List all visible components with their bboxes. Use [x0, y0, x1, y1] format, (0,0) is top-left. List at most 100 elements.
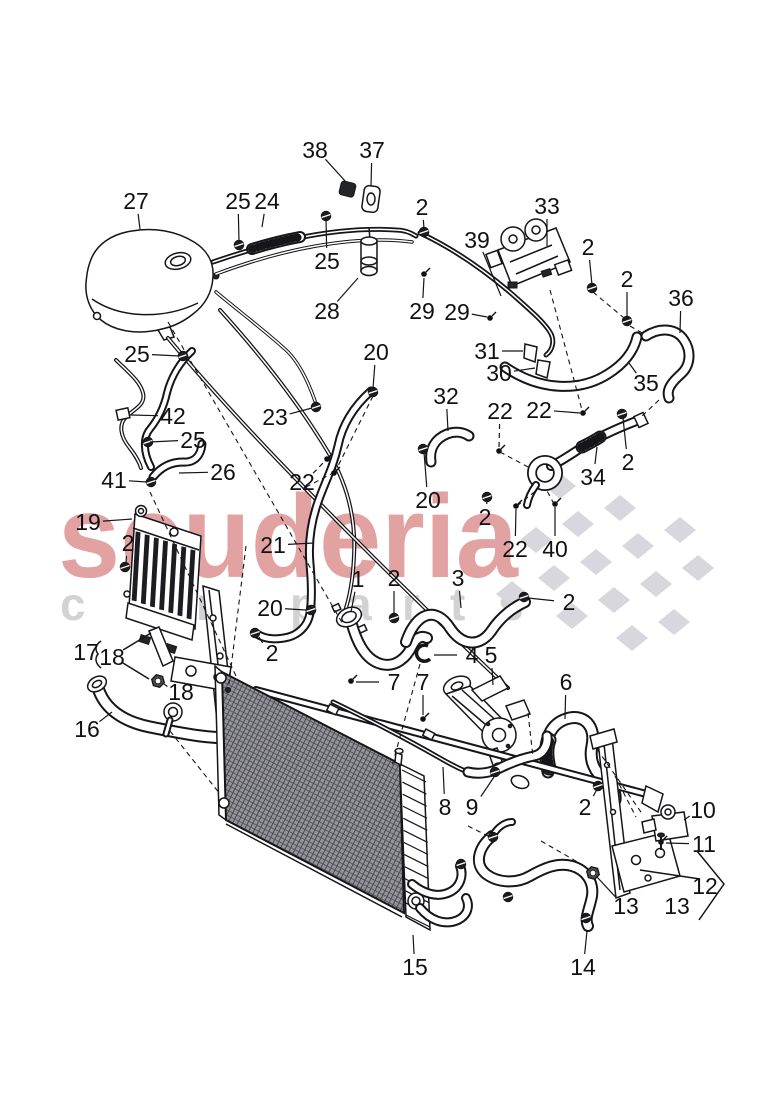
callout-2: 2 — [122, 530, 135, 556]
hose-clamp — [142, 436, 154, 448]
connector-28 — [360, 236, 378, 277]
assembly-axis-line — [527, 712, 534, 758]
callout-18: 18 — [168, 679, 194, 705]
assembly-axis-line — [516, 488, 539, 507]
leader-line — [482, 251, 502, 297]
leader-line — [289, 407, 313, 415]
rib — [403, 829, 428, 843]
leader-line — [370, 162, 373, 187]
pipe-23 — [215, 291, 316, 402]
clip-31 — [523, 343, 538, 364]
coolant-pipe-8 — [330, 699, 553, 779]
vent-pipes — [210, 226, 419, 276]
callout-38: 38 — [302, 137, 328, 163]
leader-line — [128, 480, 148, 483]
callout-25: 25 — [124, 341, 150, 367]
callout-11: 11 — [692, 831, 716, 857]
assembly-axis-line — [167, 321, 345, 627]
leader-line — [498, 423, 501, 449]
callout-40: 40 — [542, 536, 568, 562]
callout-34: 34 — [580, 464, 606, 490]
callout-28: 28 — [314, 298, 340, 324]
callout-2: 2 — [563, 589, 576, 615]
clamp-ring-4 — [414, 643, 432, 663]
leader-line — [514, 508, 517, 537]
callout-22: 22 — [526, 397, 552, 423]
leader-line — [163, 683, 168, 687]
callout-35: 35 — [633, 370, 659, 396]
assembly-axis-line — [545, 488, 555, 505]
diagram-art — [85, 180, 725, 932]
hose-clamp — [310, 401, 322, 413]
leader-line — [588, 259, 593, 286]
stud-bolt — [513, 499, 523, 509]
stud-bolt — [331, 466, 341, 476]
callout-13: 13 — [664, 893, 690, 919]
fin — [168, 543, 178, 614]
flag-diamond — [556, 603, 588, 629]
callout-29: 29 — [444, 299, 470, 325]
hose-3 — [402, 598, 529, 647]
callout-23: 23 — [262, 404, 288, 430]
hose-1 — [331, 602, 433, 671]
leader-line — [350, 591, 356, 613]
assembly-axis-line — [629, 325, 645, 335]
flag-diamond — [616, 625, 648, 651]
hose-clamp — [481, 491, 493, 503]
callout-3: 3 — [452, 565, 465, 591]
leader-line — [446, 408, 449, 432]
checkered-flag-watermark — [496, 473, 714, 651]
rib — [402, 805, 428, 819]
leader-line — [527, 597, 555, 602]
leader-line — [237, 213, 240, 243]
flag-diamond — [658, 609, 690, 635]
callout-7: 7 — [388, 669, 401, 695]
flag-diamond — [664, 517, 696, 543]
hose-clamp — [616, 408, 628, 420]
hose-clamp — [455, 858, 467, 870]
stud-bolt — [421, 267, 431, 277]
hose-clamp — [249, 627, 261, 639]
assembly-axis-line — [169, 730, 221, 795]
expansion-tank — [85, 228, 220, 341]
callout-8: 8 — [439, 794, 452, 820]
leader-line — [564, 694, 567, 720]
hose-clamp — [621, 315, 633, 327]
callout-42: 42 — [160, 403, 186, 429]
leader-line — [422, 277, 425, 299]
hose-clamp — [305, 604, 317, 616]
callout-2: 2 — [621, 266, 634, 292]
callout-39: 39 — [464, 227, 490, 253]
callout-25: 25 — [180, 427, 206, 453]
callout-31: 31 — [474, 338, 500, 364]
leader-line — [151, 354, 180, 357]
leader-line — [137, 213, 141, 230]
stud-bolt — [324, 452, 334, 462]
stud-bolt — [487, 311, 497, 321]
leader-line — [592, 788, 598, 797]
assembly-axis-line — [337, 395, 374, 467]
callout-20: 20 — [363, 339, 389, 365]
rib — [402, 781, 427, 795]
flag-diamond — [604, 495, 636, 521]
flag-diamond — [640, 571, 672, 597]
hose-clamp — [487, 831, 499, 843]
pipe-sleeve-24 — [248, 233, 304, 253]
coolant-pipe-34 — [523, 411, 650, 509]
rib — [403, 841, 429, 856]
callout-2: 2 — [579, 794, 592, 820]
callout-1: 1 — [352, 566, 365, 592]
nut — [150, 673, 166, 689]
clip-30 — [535, 359, 551, 380]
hose-clamp — [417, 443, 429, 455]
leader-line — [324, 158, 347, 183]
callout-41: 41 — [101, 467, 127, 493]
leader-line — [422, 219, 425, 230]
hose-26 — [150, 441, 205, 480]
bolt-11 — [657, 832, 665, 850]
callout-22: 22 — [502, 536, 528, 562]
leader-line — [596, 876, 616, 898]
assembly-axis-line — [540, 840, 589, 869]
